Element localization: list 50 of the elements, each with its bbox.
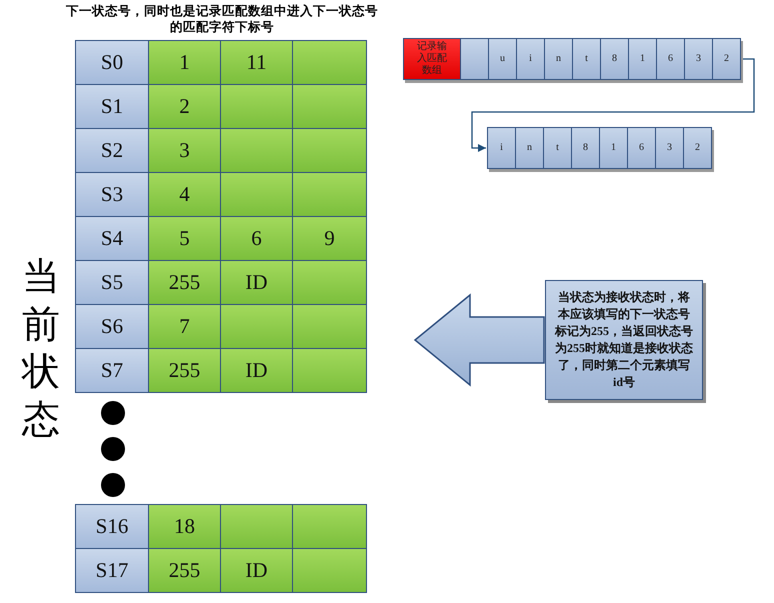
block-arrow (414, 293, 545, 387)
table-cell: S17 (75, 548, 149, 593)
array-cell: i (487, 127, 516, 169)
array-cell: 3 (684, 38, 713, 80)
table-cell: 9 (292, 216, 367, 261)
table-cell: 2 (148, 84, 221, 129)
array-cell: 8 (571, 127, 600, 169)
table-cell: S4 (75, 216, 149, 261)
table-cell: 1 (148, 40, 221, 85)
table-cell: 6 (220, 216, 293, 261)
table-cell: ID (220, 548, 293, 593)
array-cell: n (544, 38, 573, 80)
array-cell: t (572, 38, 601, 80)
table-cell: 5 (148, 216, 221, 261)
table-cell: ID (220, 348, 293, 393)
note-text: 当状态为接收状态时，将本应该填写的下一状态号标记为255，当返回状态号为255时就知道是接收状态了，同时第二个元素填写id号 (554, 289, 694, 391)
table-cell: 255 (148, 260, 221, 305)
table-cell: 7 (148, 304, 221, 349)
table-cell: 255 (148, 348, 221, 393)
connector-arrow (471, 58, 755, 152)
table-cell: S16 (75, 504, 149, 549)
table-cell: S3 (75, 172, 149, 217)
row-axis-label: 当前状态 (22, 255, 60, 442)
table-cell: 11 (220, 40, 293, 85)
note-box (545, 280, 703, 400)
table-cell: S1 (75, 84, 149, 129)
array-cell: 1 (628, 38, 657, 80)
array-label-cell: 记录输入匹配数组 (403, 38, 461, 80)
table-cell: S2 (75, 128, 149, 173)
table-cell: S0 (75, 40, 149, 85)
table-cell: 3 (148, 128, 221, 173)
table-cell: 18 (148, 504, 221, 549)
array-cell: i (516, 38, 545, 80)
array-cell: 3 (655, 127, 684, 169)
table-cell: S5 (75, 260, 149, 305)
array-cell: 1 (599, 127, 628, 169)
array-cell: t (543, 127, 572, 169)
array-cell: u (488, 38, 517, 80)
array-cell: 2 (712, 38, 741, 80)
table-cell: 4 (148, 172, 221, 217)
table-cell: S6 (75, 304, 149, 349)
table-cell: 255 (148, 548, 221, 593)
array-cell: 8 (600, 38, 629, 80)
array-cell: 2 (683, 127, 712, 169)
array-cell: 6 (627, 127, 656, 169)
array-cell: 6 (656, 38, 685, 80)
column-header: 下一状态号，同时也是记录匹配数组中进入下一状态号的匹配字符下标号 (66, 3, 378, 35)
table-cell: ID (220, 260, 293, 305)
array-cell: n (515, 127, 544, 169)
table-cell: S7 (75, 348, 149, 393)
